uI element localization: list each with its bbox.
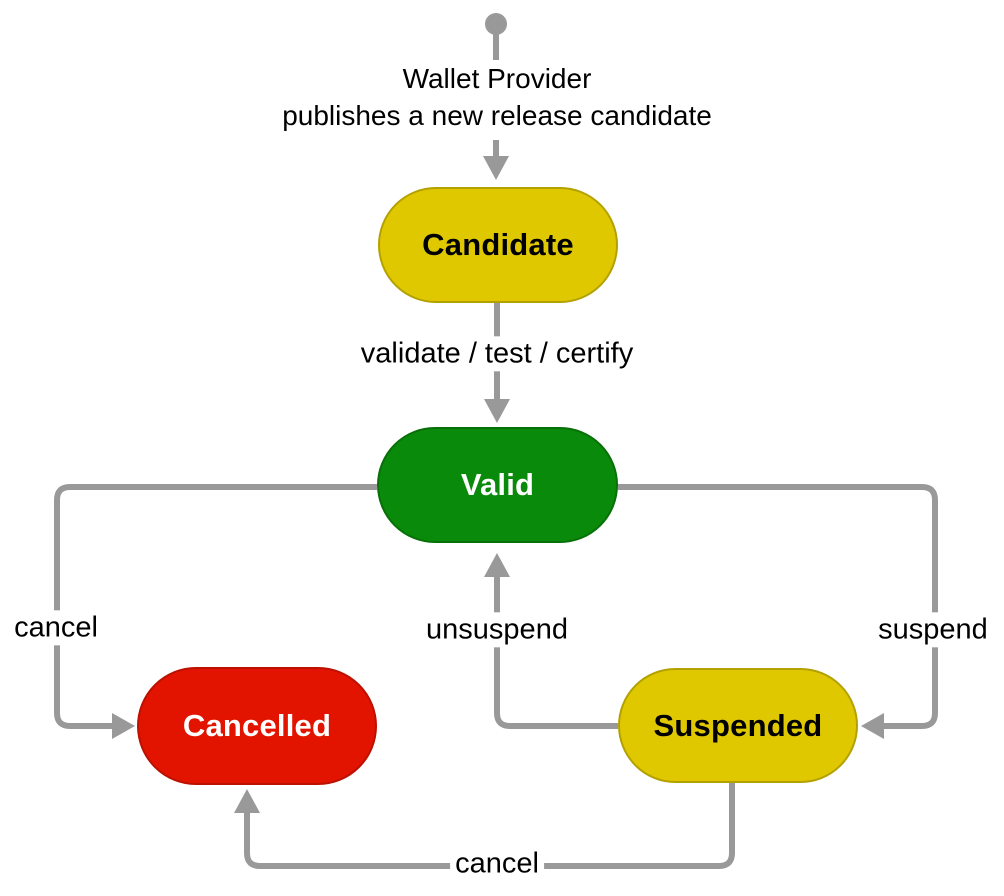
- state-candidate: Candidate: [378, 187, 618, 303]
- start-annotation-line2: publishes a new release candidate: [282, 100, 712, 131]
- start-annotation-line1: Wallet Provider: [402, 63, 592, 94]
- state-valid-label: Valid: [460, 467, 535, 502]
- label-unsuspend: unsuspend: [421, 612, 573, 648]
- arrow-down-icon: [484, 399, 510, 423]
- arrow-right-icon: [112, 713, 135, 739]
- state-suspended-label: Suspended: [653, 707, 823, 743]
- state-candidate-label: Candidate: [422, 227, 574, 262]
- label-validate-test-certify: validate / test / certify: [355, 336, 639, 372]
- start-state-dot-icon: [485, 13, 507, 35]
- state-suspended: Suspended: [618, 668, 858, 783]
- label-cancel-bottom: cancel: [450, 846, 544, 882]
- edge-valid-to-cancelled: [54, 484, 377, 729]
- state-cancelled: Cancelled: [137, 667, 377, 785]
- arrow-up-icon: [234, 789, 260, 813]
- arrow-left-icon: [861, 713, 884, 739]
- edge-suspended-to-valid: [494, 576, 618, 729]
- state-valid: Valid: [377, 427, 618, 543]
- edge-valid-to-suspended: [618, 484, 938, 729]
- label-cancel-left: cancel: [9, 610, 103, 646]
- label-suspend: suspend: [873, 612, 993, 648]
- arrow-up-icon: [484, 553, 510, 577]
- start-annotation: Wallet Provider publishes a new release …: [282, 60, 712, 134]
- state-cancelled-label: Cancelled: [182, 708, 332, 743]
- arrow-down-icon: [483, 156, 509, 180]
